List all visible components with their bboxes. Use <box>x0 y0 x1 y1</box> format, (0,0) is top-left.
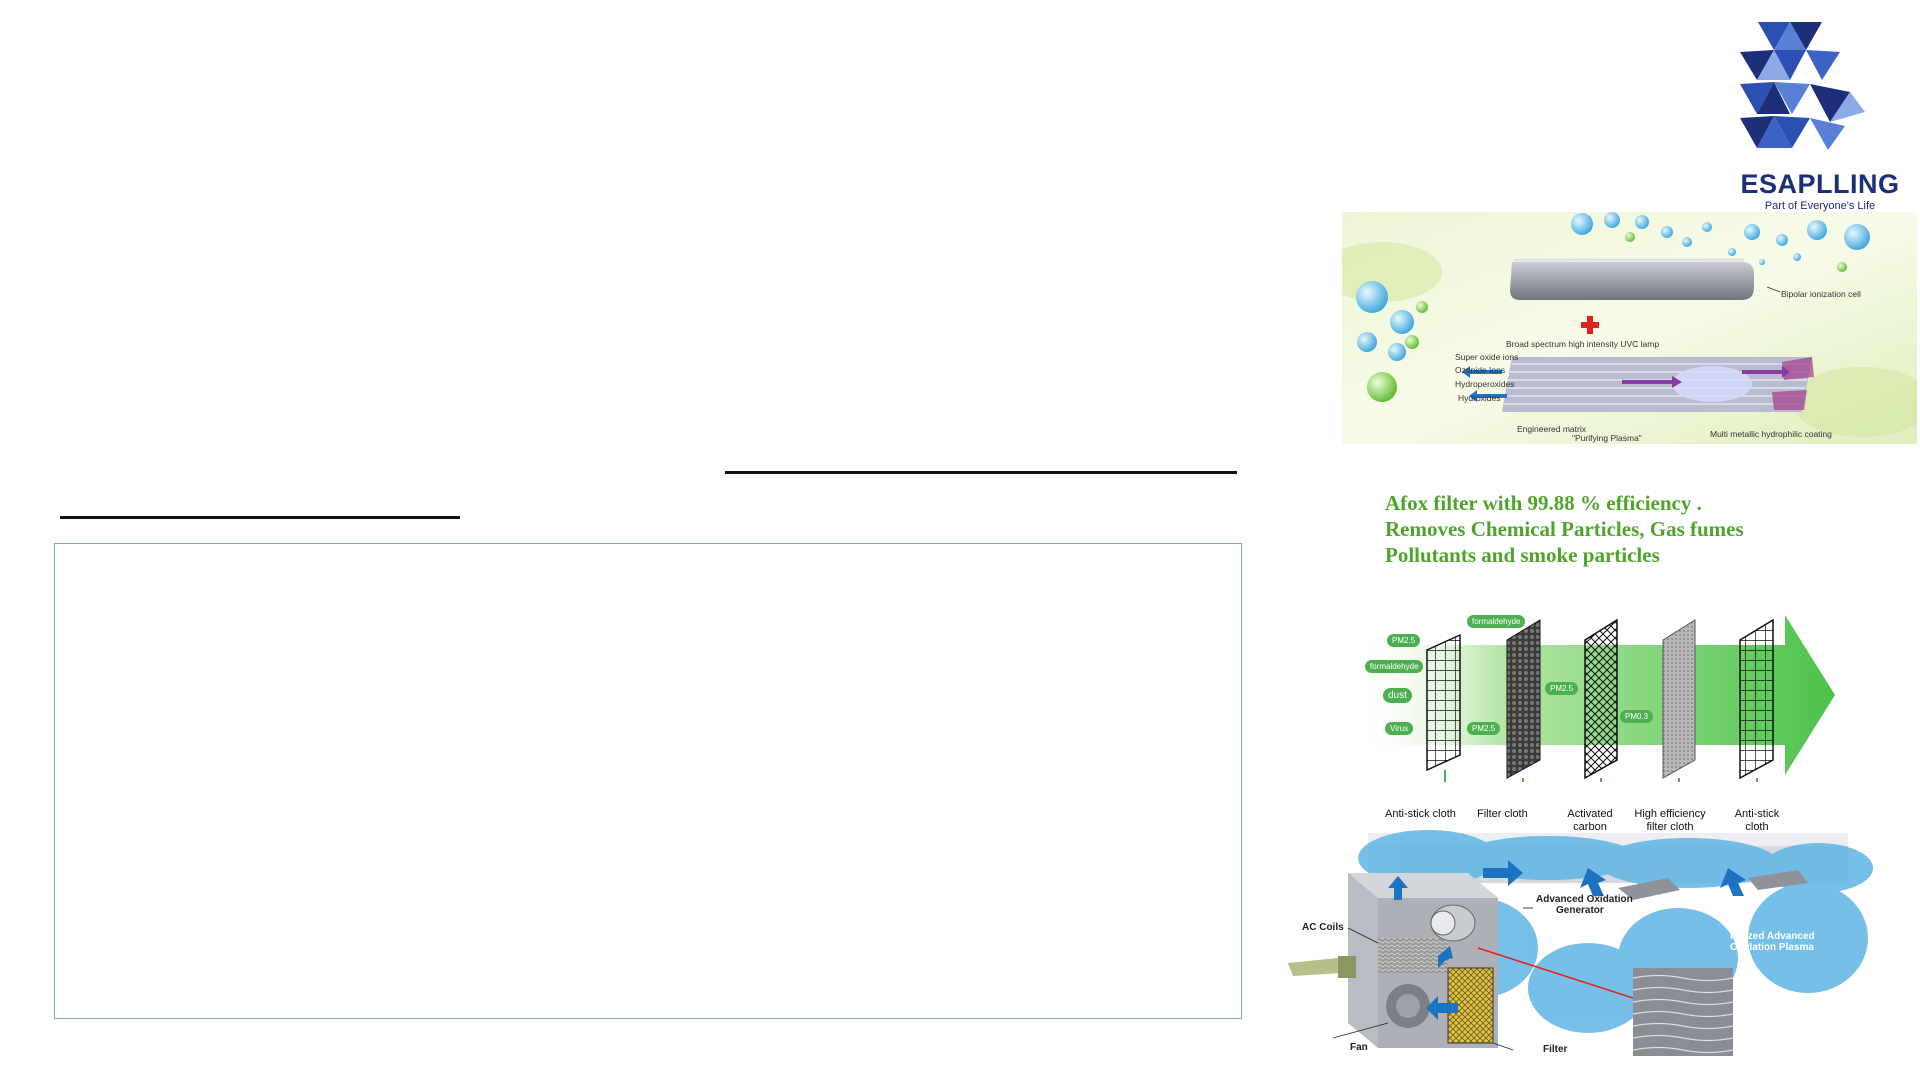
label-ac-coils: AC Coils <box>1302 922 1344 933</box>
filter-layers-figure: PM2.5 formaldehyde dust Virus formaldehy… <box>1355 610 1835 835</box>
subtitle-underline <box>60 516 460 519</box>
caption-high-eff-1: High efficiency <box>1634 808 1706 820</box>
afox-line-1: Afox filter with 99.88 % efficiency . <box>1385 491 1702 515</box>
afox-description: Afox filter with 99.88 % efficiency . Re… <box>1385 490 1905 568</box>
caption-anti-stick-2b: cloth <box>1745 821 1769 833</box>
tag-pm25-c: PM2.5 <box>1545 682 1579 695</box>
tag-formaldehyde-b: formaldehyde <box>1467 615 1526 628</box>
label-engineered-matrix: Engineered matrix <box>1517 424 1586 434</box>
afox-line-3: Pollutants and smoke particles <box>1385 543 1660 567</box>
caption-high-eff-2: filter cloth <box>1646 821 1694 833</box>
caption-anti-stick-1: Anti-stick cloth <box>1385 808 1456 820</box>
caption-activated: Activated <box>1567 808 1613 820</box>
label-plasma-1: Ionized Advanced <box>1730 931 1815 942</box>
caption-filter-cloth: Filter cloth <box>1477 808 1528 820</box>
hvac-plasma-figure: Advanced Oxidation Generator AC Coils Io… <box>1288 828 1883 1060</box>
tag-pm25-a: PM2.5 <box>1387 634 1421 647</box>
caption-high-efficiency: High efficiency filter cloth <box>1625 808 1715 834</box>
label-aog-1: Advanced Oxidation <box>1536 894 1633 905</box>
caption-anti-stick-2a: Anti-stick <box>1734 808 1780 820</box>
title-underline <box>725 471 1237 474</box>
label-purifying-plasma: "Purifying Plasma" <box>1572 433 1642 443</box>
logo-mark-icon <box>1740 22 1865 150</box>
tag-pm03: PM0.3 <box>1620 710 1654 723</box>
label-filter: Filter <box>1543 1044 1568 1055</box>
tag-formaldehyde-a: formaldehyde <box>1365 660 1424 673</box>
hvac-illustration <box>1288 830 1873 1056</box>
tag-pm25-b: PM2.5 <box>1467 722 1501 735</box>
label-plasma-2: Oxidation Plasma <box>1730 942 1814 953</box>
tag-dust: dust <box>1383 688 1412 703</box>
label-fan: Fan <box>1350 1042 1368 1053</box>
ionization-illustration <box>1342 212 1917 444</box>
afox-line-2: Removes Chemical Particles, Gas fumes <box>1385 517 1744 541</box>
logo-brand-text: ESAPLLING <box>1740 169 1900 199</box>
caption-carbon: carbon <box>1573 821 1607 833</box>
logo-tagline: Part of Everyone's Life <box>1764 200 1876 212</box>
tag-virus: Virus <box>1385 722 1414 735</box>
label-coating: Multi metallic hydrophilic coating <box>1710 429 1832 439</box>
label-aog-2: Generator <box>1556 905 1604 916</box>
label-super-oxide: Super oxide ions <box>1455 352 1519 362</box>
esaplling-logo: ESAPLLING Part of Everyone's Life <box>1740 22 1900 212</box>
caption-activated-carbon: Activated carbon <box>1560 808 1620 834</box>
label-uvc-lamp: Broad spectrum high intensity UVC lamp <box>1506 339 1660 349</box>
bipolar-ionization-figure: Bipolar ionization cell Broad spectrum h… <box>1342 212 1917 444</box>
label-bipolar-cell: Bipolar ionization cell <box>1781 289 1861 299</box>
label-ozonide: Ozonide Ions <box>1455 365 1506 375</box>
caption-anti-stick-2: Anti-stick cloth <box>1727 808 1787 834</box>
label-hydroxides: Hydroxides <box>1458 393 1501 403</box>
label-hydroperoxides: Hydroperoxides <box>1455 379 1515 389</box>
filter-layers-illustration <box>1355 615 1835 782</box>
content-box <box>54 543 1242 1019</box>
